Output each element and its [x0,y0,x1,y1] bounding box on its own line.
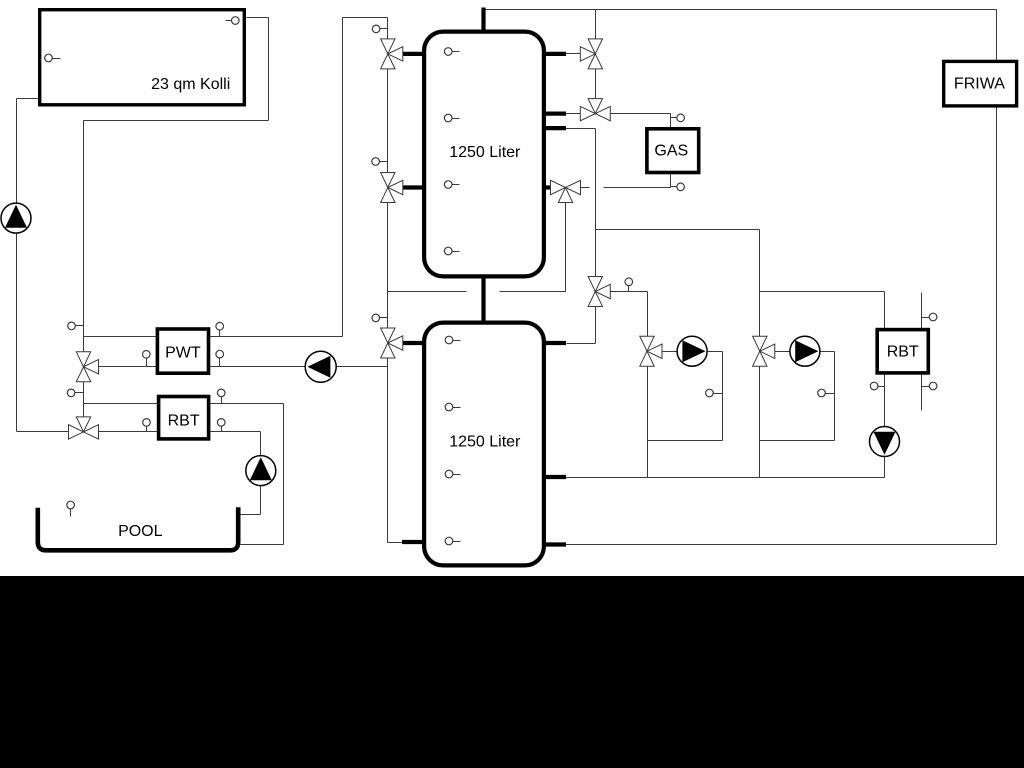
svg-text:RBT: RBT [168,413,200,430]
svg-text:GAS: GAS [654,143,688,160]
svg-text:PWT: PWT [165,345,201,362]
svg-text:FRIWA: FRIWA [954,76,1005,93]
svg-text:1250 Liter: 1250 Liter [449,434,521,451]
svg-text:RBT: RBT [887,344,919,361]
svg-text:POOL: POOL [118,523,163,540]
svg-text:1250 Liter: 1250 Liter [449,144,521,161]
svg-text:23 qm Kolli: 23 qm Kolli [151,76,230,93]
